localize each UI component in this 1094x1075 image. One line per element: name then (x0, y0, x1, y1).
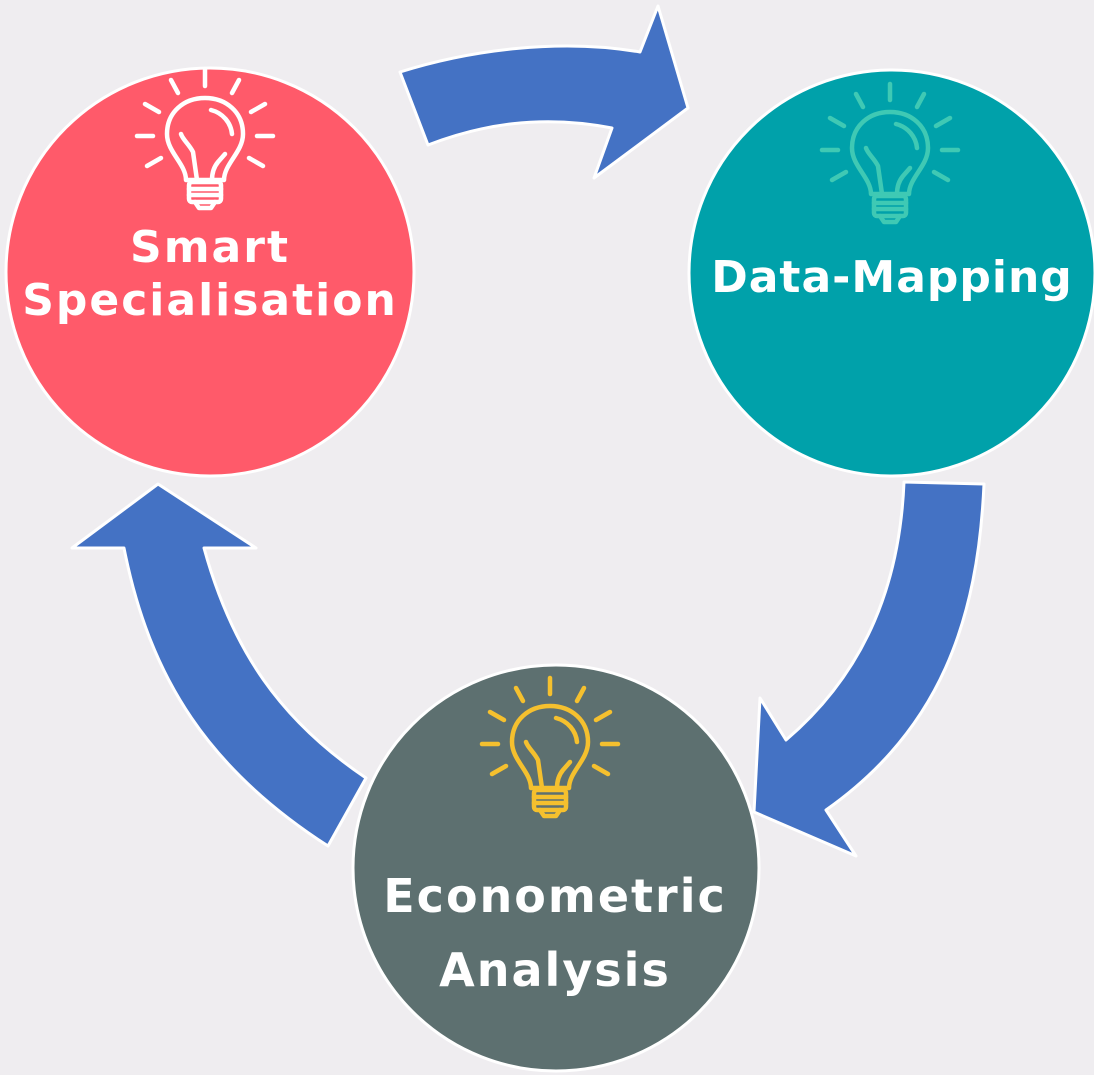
node-label-smart-specialisation: Smart Specialisation (12, 222, 408, 328)
node-label-econometric-analysis: Econometric Analysis (355, 860, 755, 1007)
arrow-smart-to-data-icon (398, 4, 690, 180)
arrow-econ-to-smart-icon (70, 482, 368, 848)
node-label-line: Smart (130, 222, 290, 273)
node-label-line: Econometric (383, 869, 727, 923)
node-label-data-mapping: Data-Mapping (690, 252, 1094, 305)
node-label-line: Analysis (439, 942, 671, 997)
node-smart-specialisation (4, 66, 416, 478)
node-label-line: Data-Mapping (711, 252, 1073, 303)
arrow-data-to-econ-icon (752, 480, 986, 858)
node-data-mapping (687, 68, 1094, 478)
node-label-line: Specialisation (22, 274, 398, 326)
node-econometric-analysis (351, 663, 761, 1073)
